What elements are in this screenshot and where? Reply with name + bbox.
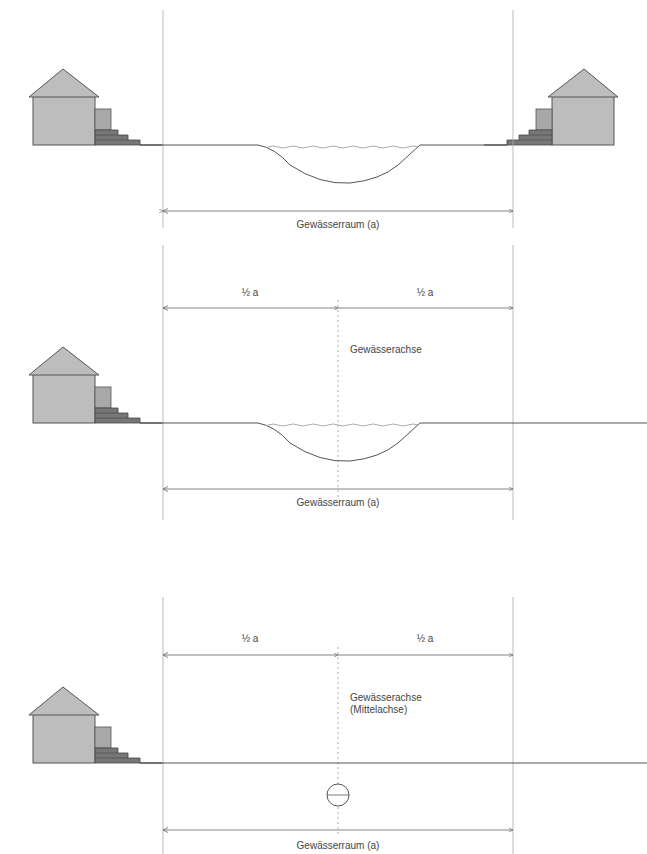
dimension-label: ½ a xyxy=(417,633,434,645)
panel-river-both-sides xyxy=(29,10,618,228)
panel-pipe-axis xyxy=(29,597,647,854)
dimension-label: Gewässerraum (a) xyxy=(297,840,380,852)
dimension-label: ½ a xyxy=(242,287,259,299)
dimension-label: ½ a xyxy=(417,287,434,299)
dimension-label: Gewässerraum (a) xyxy=(297,497,380,509)
dimension-label: Gewässerraum (a) xyxy=(297,219,380,231)
axis-label: Gewässerachse (Mittelachse) xyxy=(350,692,430,716)
panel-river-axis xyxy=(29,245,647,520)
dimension-label: ½ a xyxy=(242,633,259,645)
axis-label: Gewässerachse xyxy=(350,344,422,356)
